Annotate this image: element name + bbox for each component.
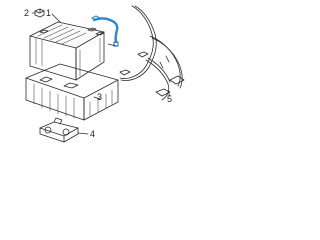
callout-1: 1 xyxy=(46,8,52,18)
part-3-leader xyxy=(93,96,101,100)
parts-diagram: 1 2 3 4 5 xyxy=(0,0,200,147)
callout-3: 3 xyxy=(97,92,103,102)
part-4-leader xyxy=(77,132,89,135)
battery-tray xyxy=(25,63,119,121)
part-5-leader xyxy=(167,91,171,97)
part-2-bolt xyxy=(31,8,45,18)
battery xyxy=(29,21,105,81)
highlighted-cable xyxy=(91,15,119,47)
diagram-artwork xyxy=(25,5,185,143)
callout-2: 2 xyxy=(24,8,30,18)
callout-5: 5 xyxy=(167,94,173,104)
part-4-bracket xyxy=(39,117,79,143)
wiring-harness xyxy=(119,5,185,101)
callout-4: 4 xyxy=(90,129,96,139)
